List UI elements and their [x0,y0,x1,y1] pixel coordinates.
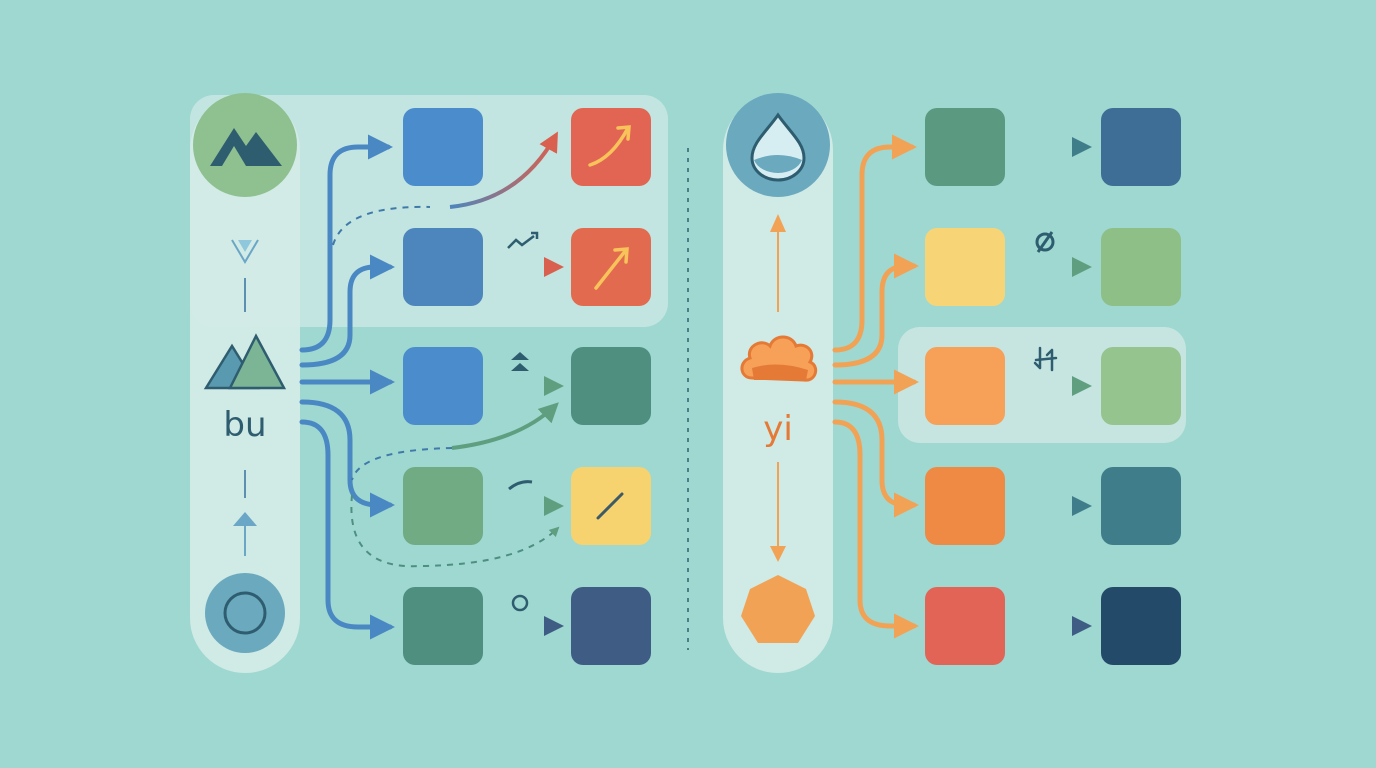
right-node-1[interactable] [925,108,1005,186]
left-node-4[interactable] [403,467,483,545]
right-node-5[interactable] [925,587,1005,665]
left-edges [484,257,564,636]
arrow-head-icon [616,125,631,141]
left-nodes [403,108,483,665]
chevrons-up-icon [511,352,529,371]
right-node-3[interactable] [925,347,1005,425]
dashed-link-bottom [350,494,560,568]
left-node-1[interactable] [403,108,483,186]
up-triangle-icon [233,512,257,526]
small-circle-icon [511,594,529,612]
down-triangle-icon [770,546,786,562]
right-edges [1006,137,1092,636]
right-top-node[interactable] [726,93,830,197]
left-node-3[interactable] [403,347,483,425]
left-target-icons [588,125,631,290]
left-group: bu [190,93,668,673]
curve-link-middle [451,402,559,450]
right-target-1[interactable] [1101,108,1181,186]
down-chevron-icon [231,239,259,264]
left-top-node[interactable] [193,93,297,197]
right-target-3[interactable] [1101,347,1181,425]
left-target-1[interactable] [571,108,651,186]
left-node-2[interactable] [403,228,483,306]
right-nodes [925,108,1005,665]
arrow-head-icon [613,247,629,264]
up-triangle-icon [770,214,786,232]
left-branches [299,134,395,640]
left-label: bu [223,405,266,445]
wave-arrow-icon [508,480,533,491]
right-node-2[interactable] [925,228,1005,306]
trend-icon [507,235,535,249]
right-targets [1101,108,1181,665]
null-icon [1035,231,1055,253]
right-target-5[interactable] [1101,587,1181,665]
heptagon-icon[interactable] [741,575,815,643]
right-group: yi [723,93,1186,673]
trend-arrow-icon [531,231,539,239]
twin-mountains-icon [203,333,287,390]
curve-link-top [449,131,558,209]
right-node-4[interactable] [925,467,1005,545]
right-source-column [723,95,833,673]
left-bottom-node[interactable] [205,573,285,653]
left-target-3[interactable] [571,347,651,425]
right-target-4[interactable] [1101,467,1181,545]
left-node-5[interactable] [403,587,483,665]
mountain-icon [210,128,282,166]
swap-icon [1033,346,1058,372]
water-drop-icon [750,112,806,182]
arrow-up-right-icon [588,126,630,167]
arrow-up-right-icon [594,248,628,290]
right-branches [832,134,919,639]
circle-icon [223,591,267,635]
right-label: yi [763,409,793,449]
left-target-5[interactable] [571,587,651,665]
right-target-2[interactable] [1101,228,1181,306]
down-triangle-icon [238,240,252,252]
cloud-icon [740,335,818,382]
slash-icon [596,492,624,520]
